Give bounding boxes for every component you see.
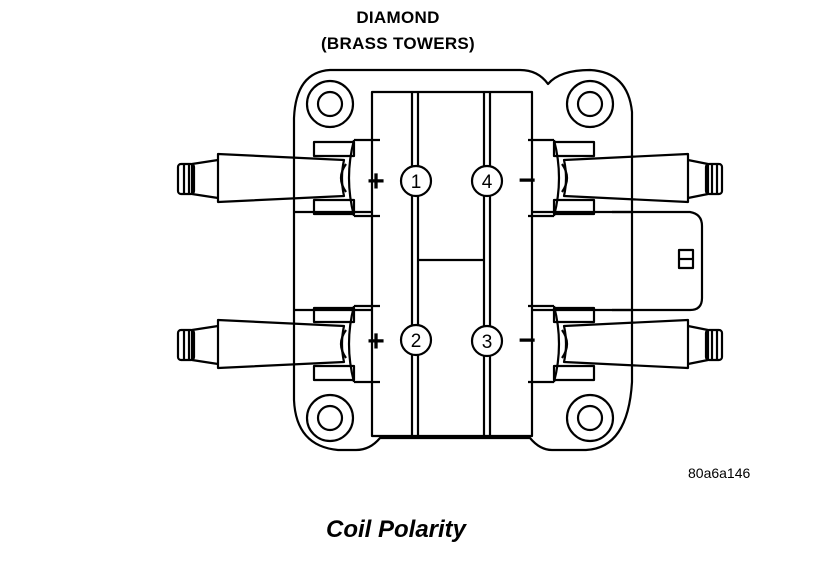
mounting-bolt-bottom-right — [565, 393, 615, 443]
figure-caption: Coil Polarity — [325, 516, 467, 543]
coil-body-outline — [292, 68, 634, 452]
electrical-connector — [612, 210, 704, 312]
diagram-title-line1: DIAMOND — [356, 8, 440, 27]
mounting-bolt-top-right — [565, 79, 615, 129]
tower-right-top — [528, 138, 724, 218]
terminal-3: 3 — [470, 324, 504, 358]
polarity-sign-terminal-2: + — [367, 325, 385, 358]
terminal-3-number: 3 — [482, 332, 493, 353]
mounting-bolt-bottom-left — [305, 393, 355, 443]
terminal-4-number: 4 — [482, 172, 493, 193]
tower-right-bottom — [528, 304, 724, 384]
center-housing — [370, 90, 534, 438]
polarity-sign-terminal-4: − — [518, 164, 536, 197]
terminal-1-number: 1 — [411, 172, 422, 193]
mounting-bolt-top-left — [305, 79, 355, 129]
figure-reference-code: 80a6a146 — [688, 465, 751, 481]
polarity-sign-terminal-3: − — [518, 324, 536, 357]
terminal-2-number: 2 — [411, 331, 422, 352]
diagram-title-line2: (BRASS TOWERS) — [320, 34, 476, 53]
terminal-4: 4 — [470, 164, 504, 198]
terminal-1: 1 — [399, 164, 433, 198]
terminal-2: 2 — [399, 323, 433, 357]
polarity-sign-terminal-1: + — [367, 165, 385, 198]
tower-left-bottom — [176, 304, 380, 384]
tower-left-top — [176, 138, 380, 218]
